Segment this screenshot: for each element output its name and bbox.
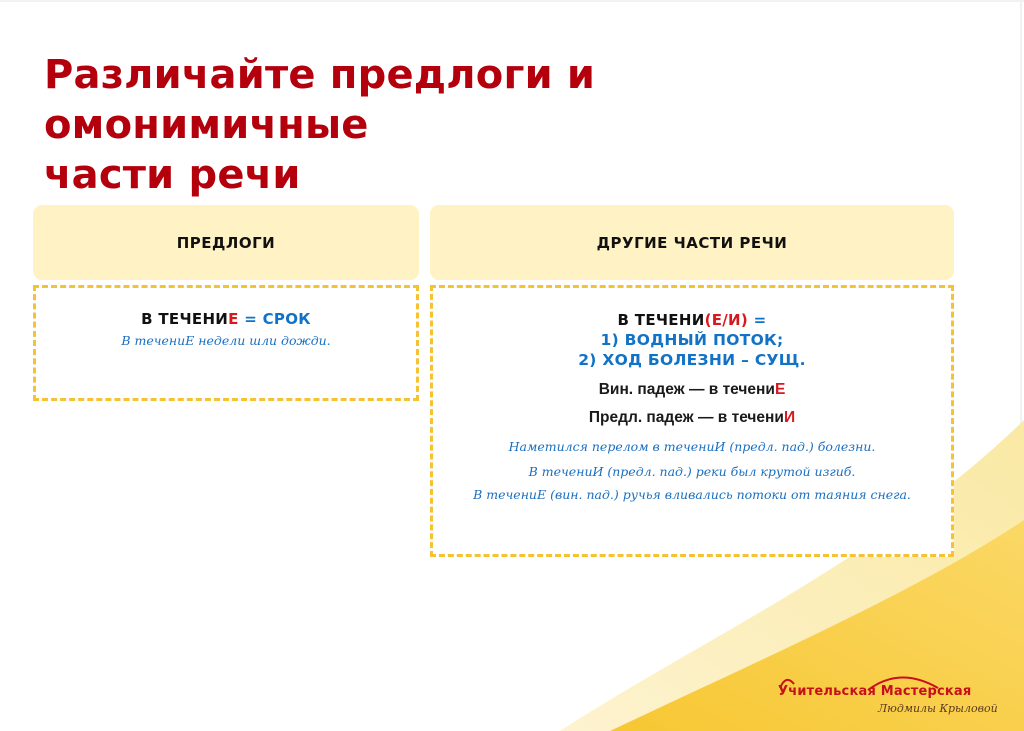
meaning-1: 1) ВОДНЫЙ ПОТОК;	[600, 331, 784, 349]
rule-line: В ТЕЧЕНИ(Е/И) =	[433, 310, 951, 330]
example-sentence: В течениИ (предл. пад.) реки был крутой …	[528, 464, 856, 479]
example-sentence: В течениЕ (вин. пад.) ручья вливались по…	[473, 487, 911, 502]
meaning-2: 2) ХОД БОЛЕЗНИ – СУЩ.	[578, 351, 806, 369]
case-ending: Е	[774, 381, 786, 398]
case-label: Вин. падеж — в течени	[598, 381, 775, 398]
rule-stem: В ТЕЧЕНИ	[617, 311, 705, 329]
case-label: Предл. падеж — в течени	[588, 409, 784, 426]
example-sentence: Наметился перелом в течениИ (предл. пад.…	[508, 439, 876, 454]
rule-line: В ТЕЧЕНИЕ = СРОК	[36, 310, 416, 328]
column-header-prepositions: ПРЕДЛОГИ	[33, 205, 419, 280]
column-header-label: ПРЕДЛОГИ	[176, 233, 276, 252]
case-accusative: Вин. падеж — в течениЕ	[433, 378, 951, 402]
other-parts-box: В ТЕЧЕНИ(Е/И) = 1) ВОДНЫЙ ПОТОК; 2) ХОД …	[430, 285, 954, 557]
rule-equals: =	[238, 310, 263, 328]
rule-meaning: СРОК	[262, 310, 311, 328]
rule-stem: В ТЕЧЕНИ	[141, 310, 229, 328]
case-prepositional: Предл. падеж — в течениИ	[433, 406, 951, 430]
column-header-label: ДРУГИЕ ЧАСТИ РЕЧИ	[596, 233, 788, 252]
rule-ending: Е	[228, 310, 239, 328]
logo-sub-text: Людмилы Крыловой	[878, 702, 998, 715]
right-border	[1020, 0, 1022, 731]
example-sentence: В течениЕ недели шли дожди.	[121, 333, 331, 348]
logo-main-text: Учительская Мастерская	[778, 684, 972, 699]
column-header-other-parts: ДРУГИЕ ЧАСТИ РЕЧИ	[430, 205, 954, 280]
prepositions-box: В ТЕЧЕНИЕ = СРОК В течениЕ недели шли до…	[33, 285, 419, 401]
publisher-logo: Учительская Мастерская Людмилы Крыловой	[770, 668, 1010, 718]
title-line-2: части речи	[44, 152, 301, 198]
logo-arcs-icon	[779, 676, 939, 691]
rule-equals: =	[748, 311, 767, 329]
case-ending: И	[783, 409, 796, 426]
rule-ending: (Е/И)	[704, 311, 749, 329]
top-border	[0, 0, 1024, 2]
page-title: Различайте предлоги и омонимичные части …	[44, 50, 904, 200]
title-line-1: Различайте предлоги и омонимичные	[44, 52, 596, 148]
